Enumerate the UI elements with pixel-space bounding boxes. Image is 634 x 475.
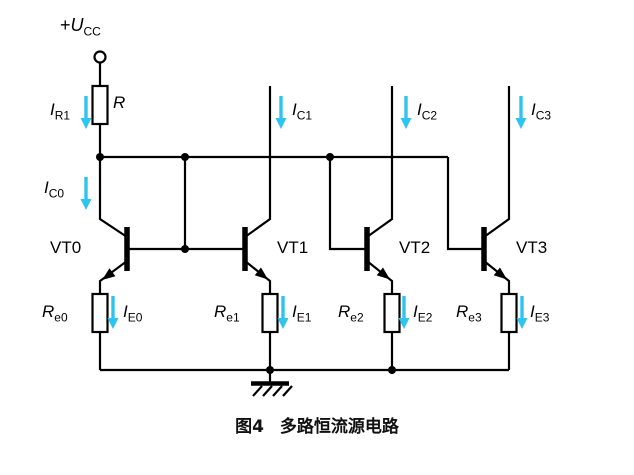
label-current-ic3: IC3 [531, 100, 552, 123]
emitter-resistor-re2-symbol [383, 292, 401, 370]
base-bus-wires [100, 155, 484, 251]
label-resistor-re0: Re0 [42, 302, 68, 325]
emitter-resistor-re1-symbol [261, 292, 279, 370]
bias-resistor-symbol [91, 84, 109, 157]
label-resistor-r: R [113, 93, 126, 112]
label-resistor-re3: Re3 [456, 302, 482, 325]
figure-title: 多路恒流源电路 [279, 417, 399, 437]
current-arrow-ie2 [398, 296, 410, 329]
label-transistor-vt1: VT1 [277, 238, 309, 257]
transistor-vt1-symbol [242, 86, 272, 294]
current-arrow-ie0 [107, 296, 119, 329]
supply-terminal [93, 50, 107, 86]
label-current-ie2: IE2 [413, 302, 433, 325]
emitter-resistor-re0-symbol [91, 292, 109, 370]
supply-prefix: + [60, 15, 71, 35]
current-arrow-ic1 [275, 96, 287, 129]
label-resistor-re1: Re1 [214, 302, 240, 325]
current-arrow-ie1 [277, 296, 289, 329]
transistor-vt0-symbol [98, 157, 130, 294]
label-supply-ucc: +UCC [60, 16, 101, 38]
label-current-ie1: IE1 [292, 302, 312, 325]
label-current-ir1: IR1 [50, 100, 71, 123]
label-current-ic0: IC0 [44, 178, 65, 201]
label-current-ic1: IC1 [292, 100, 313, 123]
label-current-ic2: IC2 [417, 100, 438, 123]
figure-number: 图4 [235, 417, 264, 437]
label-current-ie3: IE3 [530, 302, 550, 325]
label-resistor-re2: Re2 [338, 302, 364, 325]
figure-caption: 图4 多路恒流源电路 [0, 412, 634, 437]
label-transistor-vt2: VT2 [399, 238, 431, 257]
current-arrow-ie3 [516, 296, 528, 329]
transistor-vt3-symbol [481, 86, 511, 294]
current-arrow-ir1 [80, 96, 92, 129]
label-current-ie0: IE0 [123, 302, 143, 325]
current-arrow-ic2 [400, 96, 412, 129]
junction-dots [96, 153, 396, 374]
ground-icon [251, 370, 293, 397]
transistor-vt2-symbol [364, 86, 394, 294]
label-transistor-vt3: VT3 [516, 238, 548, 257]
label-transistor-vt0: VT0 [50, 238, 82, 257]
current-arrow-ic0 [80, 177, 92, 210]
supply-subscript: CC [83, 24, 101, 39]
current-arrow-ic3 [515, 96, 527, 129]
emitter-resistor-re3-symbol [500, 292, 518, 370]
supply-symbol: U [70, 15, 84, 35]
